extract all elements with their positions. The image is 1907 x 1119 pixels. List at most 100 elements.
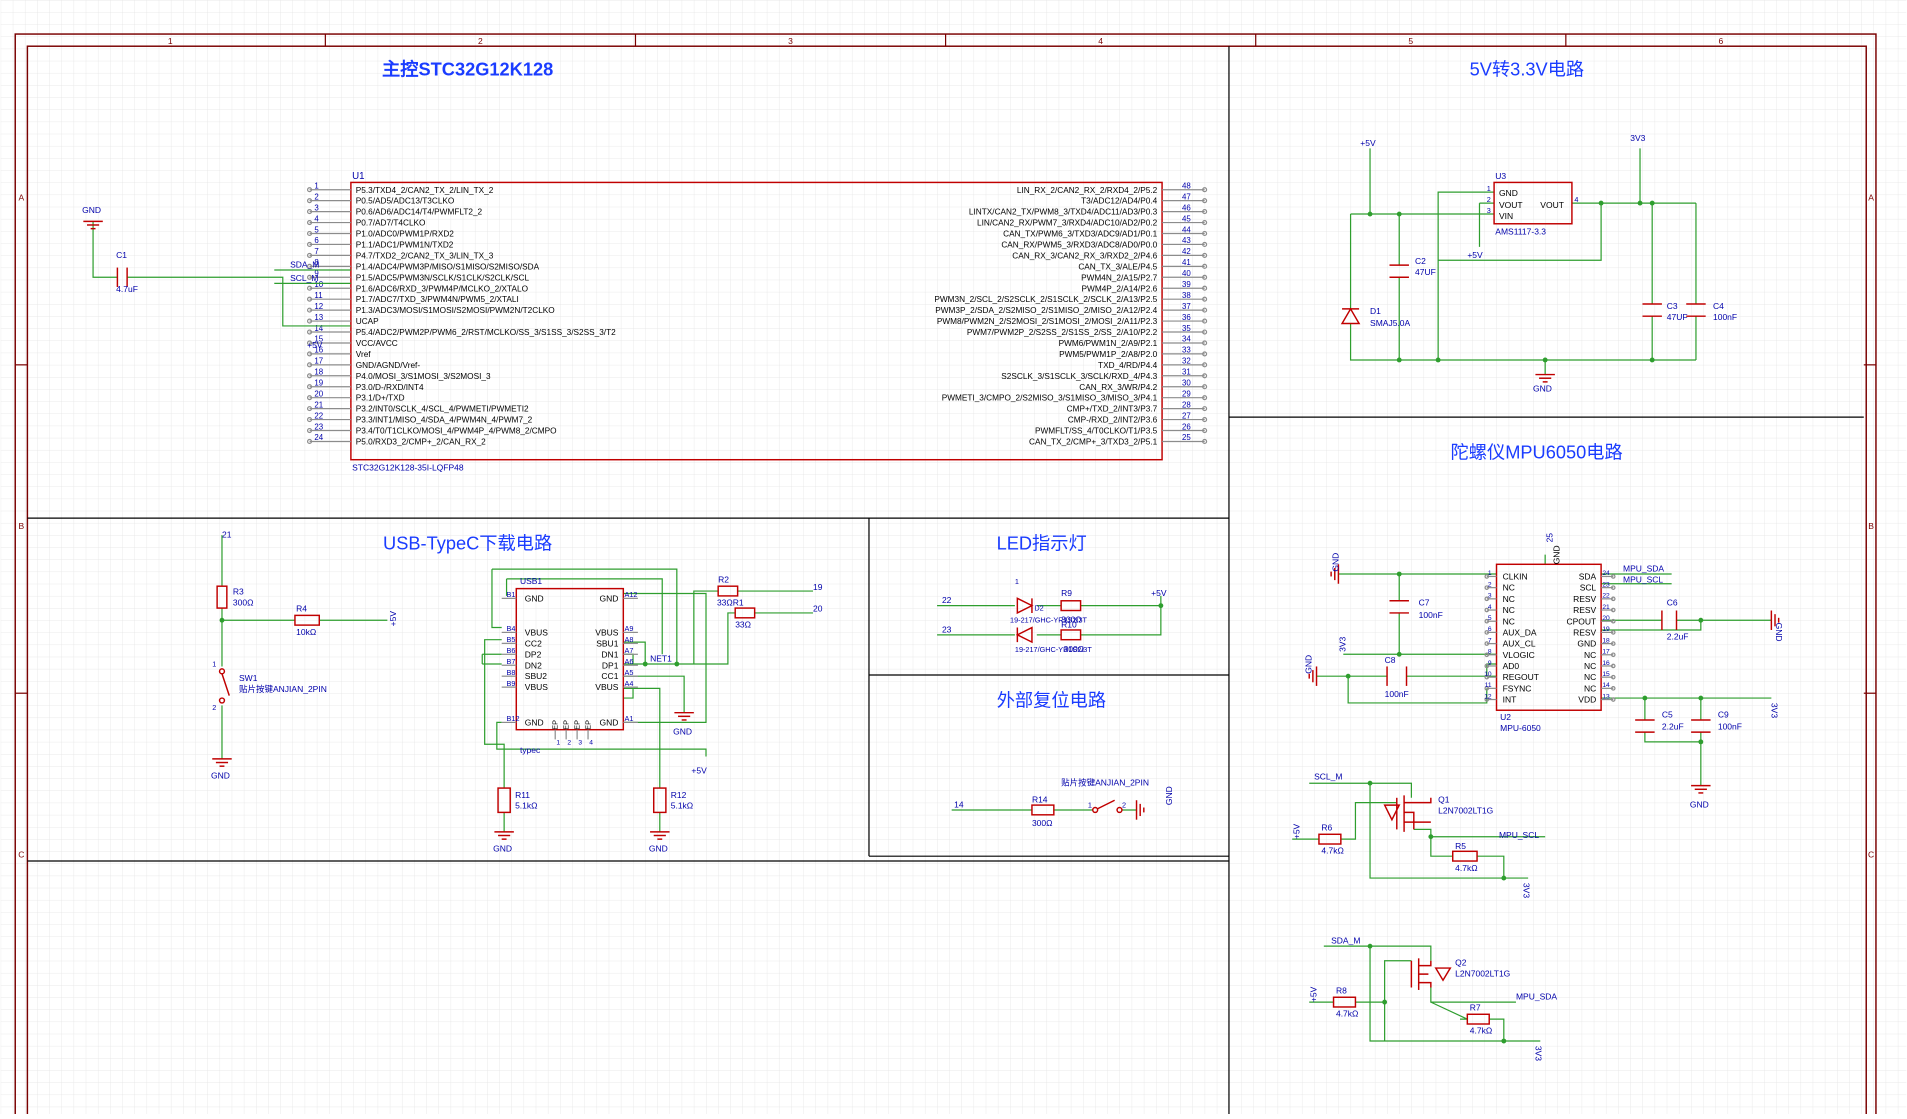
mpu-pin-name: REGOUT (1503, 672, 1539, 682)
mcu-pin-end (306, 417, 313, 423)
mcu-pin-num: 44 (1182, 225, 1191, 234)
net19-label: 19 (813, 582, 823, 592)
d2-symbol (1016, 597, 1034, 615)
c4-value: 100nF (1713, 312, 1737, 322)
v5-label-q2: +5V (1309, 986, 1319, 1002)
c1-value: 4.7uF (116, 284, 138, 294)
c9-value: 100nF (1718, 722, 1742, 732)
d1-part: SMAJ5.0A (1370, 318, 1410, 328)
mcu-pin-name: PWM3N_2/SCL_2/S2SCLK_2/S1SCLK_2/SCLK_2/A… (934, 295, 1157, 304)
mpu-pin-name: SDA (1579, 571, 1597, 581)
mcu-pin-num: 30 (1182, 379, 1191, 388)
mcu-pin-name: PWM4N_2/A15/P2.7 (1081, 273, 1158, 282)
mpu-pin-name: NC (1503, 605, 1515, 615)
mcu-pin-end (306, 187, 313, 193)
mcu-pin-num: 27 (1182, 411, 1191, 420)
mcu-pin-name: P5.4/ADC2/PWM2P/PWM6_2/RST/MCLKO/SS_3/S1… (356, 328, 616, 337)
usb-pin-name: DP1 (602, 660, 619, 670)
mpu-pin-end (1610, 674, 1616, 680)
v33-label-q2: 3V3 (1533, 1046, 1543, 1061)
c6-value: 2.2uF (1667, 632, 1689, 642)
mpu-pin-end (1610, 585, 1616, 590)
u3-pin-num-1: 1 (1487, 184, 1491, 193)
mcu-pin-name: P3.2/INT0/SCLK_4/SCL_4/PWMETI/PWMETI2 (356, 405, 529, 414)
mcu-pin-name: P3.4/T0/T1CLKO/MOSI_4/PWM4P_4/PWM8_2/CMP… (356, 427, 557, 436)
frame-row-A: A (18, 193, 24, 203)
usb-pin-name: GND (600, 593, 619, 603)
mcu-pin-num: 41 (1182, 258, 1191, 267)
mcu-pin-num: 5 (314, 225, 319, 234)
mpu-pin-name: NC (1584, 683, 1596, 693)
net-scl-m-shifter: SCL_M (1314, 772, 1342, 782)
mpu-pin-end (1484, 663, 1490, 669)
mcu-pin-name: Vref (356, 350, 372, 359)
usb-pin-name: SBU1 (596, 638, 618, 648)
led-circuit: 22 23 +5V 1 D2 19-217/GHC-YR1S2/3T 19-21… (937, 577, 1167, 654)
r2-body (717, 585, 739, 597)
u2-body (1495, 563, 1602, 711)
mcu-pin-num: 40 (1182, 269, 1191, 278)
sw1-symbol[interactable] (218, 668, 230, 704)
mcu-pin-num: 39 (1182, 280, 1191, 289)
u2-pin25-name: GND (1552, 545, 1562, 564)
mcu-pin-name: PWM7/PWM2P_2/S2SS_2/S1SS_2/SS_2/A10/P2.2 (967, 328, 1158, 337)
u3-in-label: +5V (1467, 250, 1483, 260)
usb-pin-name: GND (525, 717, 544, 727)
net20-label: 20 (813, 604, 823, 614)
mpu-pin-end (1610, 630, 1616, 635)
reset-switch[interactable] (1092, 799, 1123, 814)
mcu-pin-end (306, 230, 313, 237)
mpu-pin-end (1484, 618, 1490, 624)
mcu-pin-end (1202, 373, 1208, 379)
power-parts: U3 AMS1117-3.3 GND VOUT VIN VOUT 1 2 3 4… (1340, 133, 1737, 394)
mpu-pin-num: 14 (1602, 682, 1610, 689)
net-5v-mcu: +5V (307, 340, 323, 350)
net1-label: NET1 (650, 654, 672, 664)
r7-value: 4.7kΩ (1470, 1026, 1492, 1036)
r8-body (1332, 996, 1357, 1008)
mcu-pin-num: 16 (314, 346, 323, 355)
mpu-pin-num: 15 (1602, 671, 1610, 678)
u2-pin25-num: 25 (1544, 533, 1554, 543)
mcu-pin-end (1202, 274, 1208, 280)
u3-pin-num-2: 2 (1487, 195, 1491, 204)
mcu-pin-end (306, 263, 313, 269)
c3-ref: C3 (1667, 301, 1678, 311)
r6-value: 4.7kΩ (1321, 846, 1343, 856)
mcu-pin-name: CMP+/TXD_2/INT3/P3.7 (1067, 405, 1158, 414)
r5-ref: R5 (1455, 841, 1466, 851)
mpu-pin-num: 6 (1488, 626, 1492, 633)
r2-ref: R2 (718, 575, 729, 585)
u3-pin-gnd: GND (1499, 188, 1518, 198)
level-shifter-wires (1292, 782, 1546, 1042)
usb-ep-name: EP (551, 720, 560, 730)
usb-pin-name: CC1 (601, 671, 618, 681)
mpu-pin-end (1610, 607, 1616, 613)
usb-pin-num: A5 (625, 668, 634, 677)
mpu-pin-num: 20 (1602, 615, 1610, 622)
mpu-pin-num: 12 (1484, 693, 1492, 700)
q1-symbol (1383, 795, 1432, 832)
usb-pin-num: A6 (625, 657, 634, 666)
usb-ep-num: 4 (589, 739, 593, 746)
mcu-pin-name: PWM8/PWM2N_2/S2MOSI_2/S1MOSI_2/MOSI_2/A1… (937, 317, 1158, 326)
mcu-pin-end (306, 252, 313, 258)
mcu-pin-name: P3.0/D-/RXD/INT4 (356, 383, 424, 392)
mpu-pin-end (1484, 585, 1490, 590)
mpu-pin-end (1484, 697, 1490, 702)
title-led: LED指示灯 (997, 533, 1087, 554)
usb-pin-name: GND (525, 593, 544, 603)
mcu-decoupling: C1 4.7uF GND SDA_M SCL_M +5V (82, 205, 351, 350)
mcu-pin-end (1202, 351, 1208, 357)
mpu-pin-num: 19 (1602, 626, 1610, 633)
mcu-pin-num: 26 (1182, 422, 1191, 431)
mcu-pin-end (1202, 307, 1208, 313)
mcu-right-pins: 48LIN_RX_2/CAN2_RX_2/RXD4_2/P5.247T3/ADC… (934, 182, 1208, 447)
mpu-pin-end (1610, 618, 1616, 624)
section-titles: 主控STC32G12K128 5V转3.3V电路 USB-TypeC下载电路 L… (382, 58, 1623, 710)
gnd-label-reset: GND (1164, 786, 1174, 805)
mcu-pin-end (306, 209, 313, 215)
frame-col-5: 5 (1408, 36, 1413, 46)
junctions (219, 200, 1704, 1044)
